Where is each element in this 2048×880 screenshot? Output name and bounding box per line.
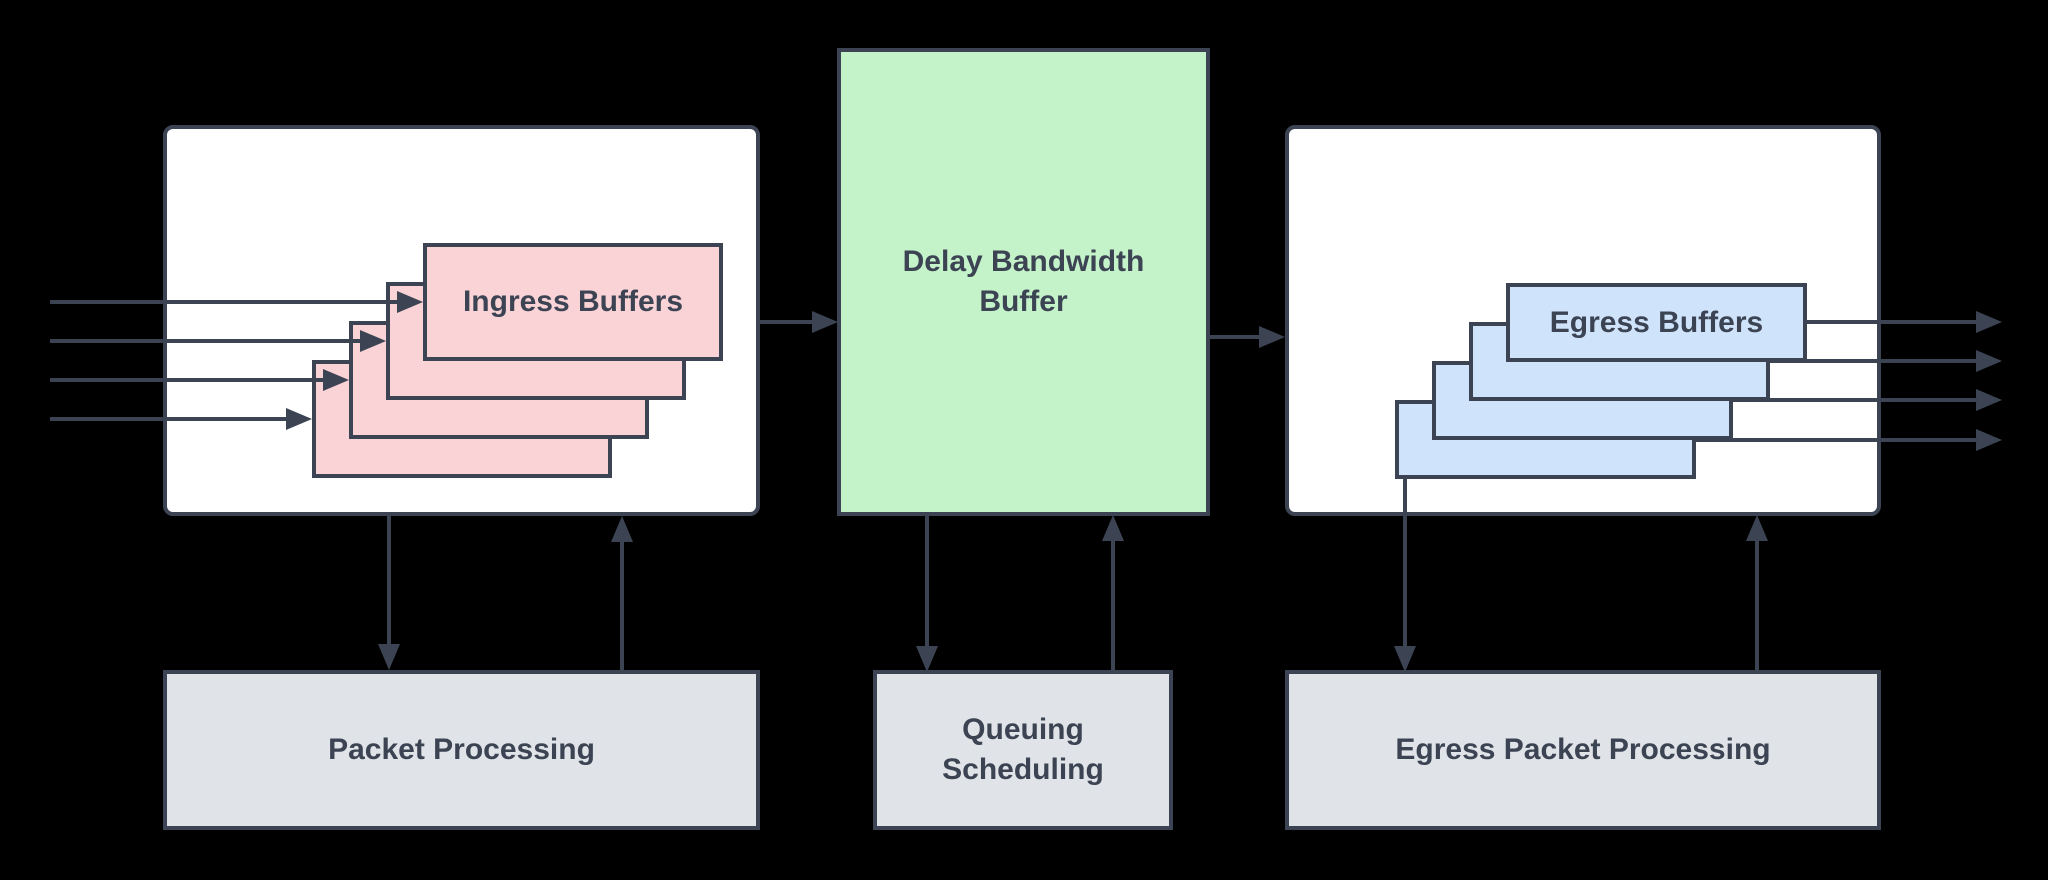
- output-port-arrow-4: [1696, 429, 2002, 451]
- output-port-arrow-1: [1807, 311, 2002, 333]
- ingress-buffers-label: Ingress Buffers: [462, 285, 684, 318]
- processing-to-egress-up-arrow: [1746, 515, 1768, 672]
- egress-buffers-label: Egress Buffers: [1549, 305, 1764, 339]
- input-port-arrow-1: [50, 291, 423, 313]
- egress-packet-processing-box: Egress Packet Processing: [1285, 670, 1881, 830]
- ingress-buffer-front: Ingress Buffers: [423, 243, 723, 361]
- delay-bandwidth-buffer-label-line1: Delay Bandwidth: [902, 245, 1145, 278]
- egress-packet-processing-label: Egress Packet Processing: [1395, 733, 1771, 766]
- ingress-to-processing-down-arrow: [378, 516, 400, 670]
- delay-to-egress-arrow: [1210, 326, 1285, 348]
- egress-buffer-front: Egress Buffers: [1506, 283, 1807, 362]
- queuing-to-delay-up-arrow: [1102, 515, 1124, 672]
- packet-processing-box: Packet Processing: [163, 670, 760, 830]
- egress-to-processing-down-arrow: [1394, 478, 1416, 672]
- queuing-scheduling-label-line1: Queuing: [962, 713, 1084, 746]
- output-port-arrow-3: [1733, 389, 2002, 411]
- processing-to-ingress-up-arrow: [611, 516, 633, 670]
- delay-bandwidth-buffer-box: Delay Bandwidth Buffer: [837, 48, 1210, 516]
- input-port-arrow-3: [50, 369, 349, 391]
- queuing-scheduling-label-line2: Scheduling: [942, 753, 1104, 786]
- output-port-arrow-2: [1770, 350, 2002, 372]
- delay-to-queuing-down-arrow: [916, 515, 938, 672]
- packet-processing-label: Packet Processing: [328, 733, 595, 766]
- ingress-to-delay-arrow: [760, 311, 838, 333]
- input-port-arrow-4: [50, 408, 312, 430]
- delay-bandwidth-buffer-label-line2: Buffer: [979, 285, 1068, 318]
- queuing-scheduling-box: Queuing Scheduling: [873, 670, 1173, 830]
- input-port-arrow-2: [50, 330, 386, 352]
